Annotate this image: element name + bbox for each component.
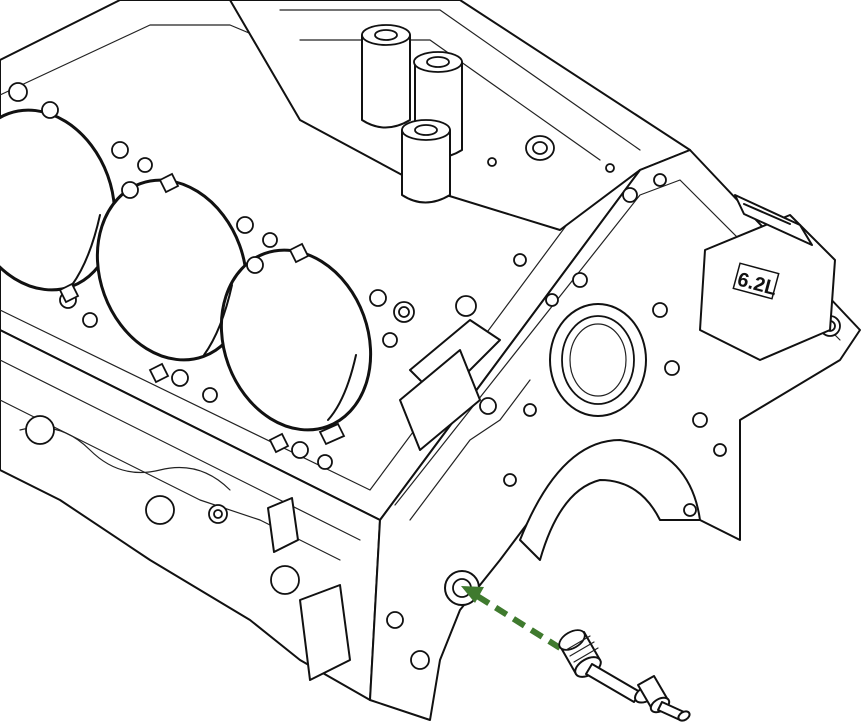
lifter-boss (401, 119, 451, 204)
arrowhead-icon (461, 586, 484, 603)
lifter-boss (361, 24, 411, 129)
block-side-skirt (0, 329, 381, 701)
block-front-face: 6.2L (369, 149, 861, 721)
camshaft-bore (549, 303, 647, 417)
cylinder-bore (219, 248, 373, 432)
deck-holes (8, 82, 415, 470)
install-arrow (461, 586, 562, 651)
lifter-valley (229, 0, 691, 231)
cylinder-bore (95, 178, 249, 362)
cylinder-bores (0, 108, 373, 432)
oil-gallery-plug (558, 629, 691, 722)
